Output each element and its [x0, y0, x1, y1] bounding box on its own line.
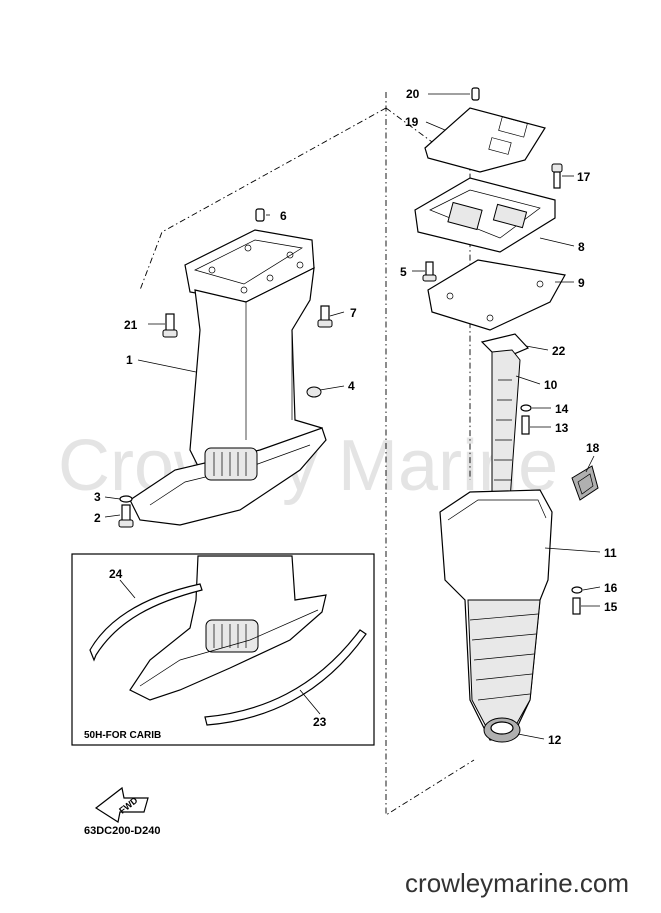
exhaust-manifold-10	[480, 333, 530, 501]
inset-label: 50H-FOR CARIB	[84, 730, 161, 741]
callout-18: 18	[586, 441, 600, 455]
callout-1: 1	[126, 353, 133, 367]
callout-6: 6	[280, 209, 287, 223]
callout-21: 21	[124, 318, 138, 332]
leader-10	[515, 375, 541, 385]
guard-strip-24	[89, 583, 203, 662]
callout-5: 5	[400, 265, 407, 279]
callout-22: 22	[552, 344, 566, 358]
leader-1	[137, 359, 197, 373]
leader-18	[585, 455, 595, 473]
bolt-17	[551, 163, 563, 189]
leader-22	[525, 345, 549, 351]
assembly-divider	[385, 92, 475, 816]
seal-12	[483, 717, 521, 743]
callout-14: 14	[555, 402, 569, 416]
leader-24	[119, 579, 136, 599]
callout-10: 10	[544, 378, 558, 392]
leader-11	[544, 547, 601, 553]
leader-7	[329, 311, 345, 317]
inset-casing	[129, 555, 327, 701]
diagram-code: 63DC200-D240	[84, 825, 160, 837]
leader-3	[104, 496, 121, 500]
callout-19: 19	[405, 115, 419, 129]
callout-15: 15	[604, 600, 618, 614]
dowel-pin-6	[255, 208, 265, 222]
muffler-11	[439, 489, 553, 741]
callout-24: 24	[109, 567, 123, 581]
leader-2	[104, 514, 121, 518]
gasket-19	[424, 107, 546, 173]
site-url: crowleymarine.com	[405, 868, 629, 898]
callout-23: 23	[313, 715, 327, 729]
bolt-13	[521, 415, 530, 435]
leader-12	[517, 733, 545, 740]
assembly-line-right	[385, 107, 471, 480]
bolt-21	[162, 313, 178, 338]
leader-16	[582, 586, 601, 591]
washer-3	[119, 495, 133, 503]
exhaust-guide-8	[414, 177, 556, 253]
callout-8: 8	[578, 240, 585, 254]
callout-2: 2	[94, 511, 101, 525]
callout-13: 13	[555, 421, 569, 435]
leader-8	[539, 237, 575, 247]
callout-9: 9	[578, 276, 585, 290]
gasket-9	[427, 259, 566, 331]
leader-4	[319, 385, 345, 391]
washer-14	[520, 404, 532, 412]
forward-arrow-icon	[94, 786, 149, 823]
leader-23	[299, 689, 321, 715]
leader-19	[425, 121, 446, 131]
bolt-7	[317, 305, 333, 328]
callout-16: 16	[604, 581, 618, 595]
upper-casing	[129, 229, 327, 526]
bolt-2	[118, 504, 134, 528]
callout-20: 20	[406, 87, 420, 101]
callout-11: 11	[604, 546, 617, 560]
callout-3: 3	[94, 490, 101, 504]
bolt-5	[422, 261, 437, 282]
inset-frame	[71, 553, 375, 746]
callout-7: 7	[350, 306, 357, 320]
callout-12: 12	[548, 733, 562, 747]
guard-strip-23	[204, 629, 367, 726]
callout-4: 4	[348, 379, 355, 393]
assembly-line-left	[139, 107, 387, 291]
washer-16	[571, 586, 583, 594]
plug-4	[306, 386, 322, 398]
pin-20	[471, 87, 480, 101]
callout-17: 17	[577, 170, 591, 184]
grommet-18	[571, 465, 599, 501]
bolt-15	[572, 597, 581, 615]
